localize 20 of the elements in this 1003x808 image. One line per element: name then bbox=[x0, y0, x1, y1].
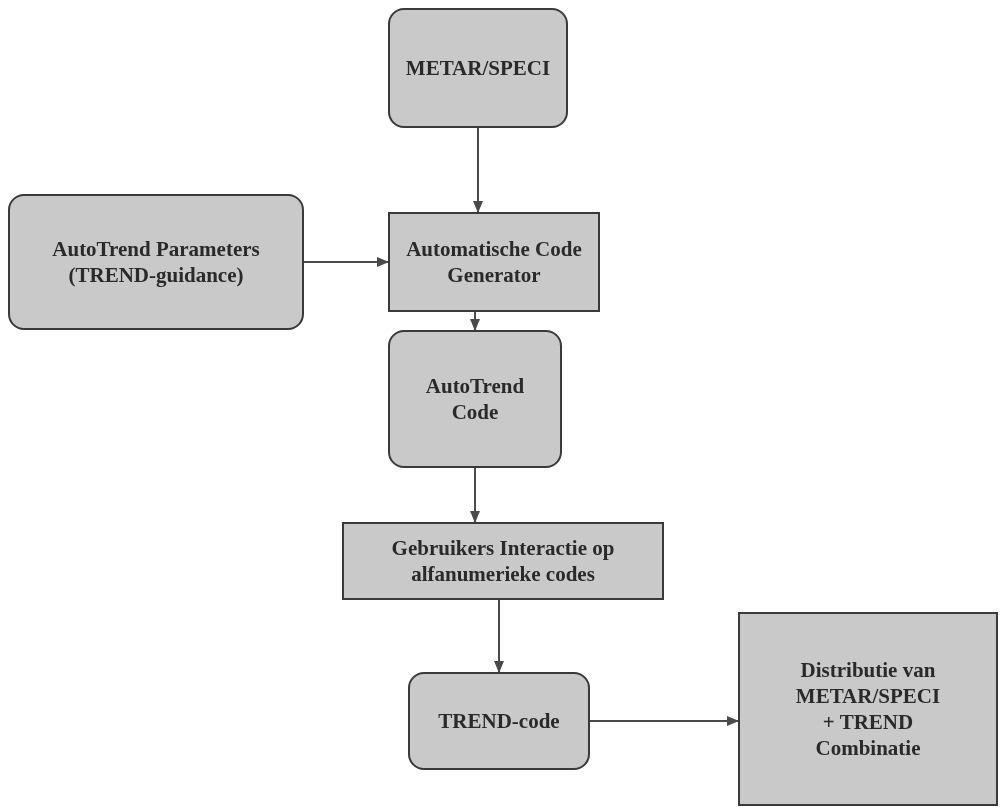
arrow bbox=[470, 467, 480, 523]
arrow bbox=[303, 257, 389, 267]
process-box bbox=[388, 212, 600, 312]
box-label: TREND-code bbox=[438, 708, 560, 734]
arrow bbox=[494, 599, 504, 673]
rounded-process-box bbox=[408, 672, 590, 770]
box-label: AutoTrend Code bbox=[424, 373, 526, 425]
box-label: AutoTrend Parameters (TREND-guidance) bbox=[51, 236, 261, 288]
box-label: Automatische Code Generator bbox=[405, 236, 583, 288]
rounded-process-box bbox=[8, 194, 304, 330]
box-label: Gebruikers Interactie op alfanumerieke codes bbox=[390, 535, 616, 587]
rounded-process-box bbox=[388, 8, 568, 128]
process-box bbox=[738, 612, 998, 806]
box-label: METAR/SPECI bbox=[405, 55, 551, 81]
box-label: Distributie van METAR/SPECI + TREND Combinatie bbox=[794, 657, 942, 761]
arrow bbox=[473, 127, 483, 213]
process-box bbox=[342, 522, 664, 600]
arrow bbox=[470, 311, 480, 331]
arrow bbox=[589, 716, 739, 726]
rounded-process-box bbox=[388, 330, 562, 468]
